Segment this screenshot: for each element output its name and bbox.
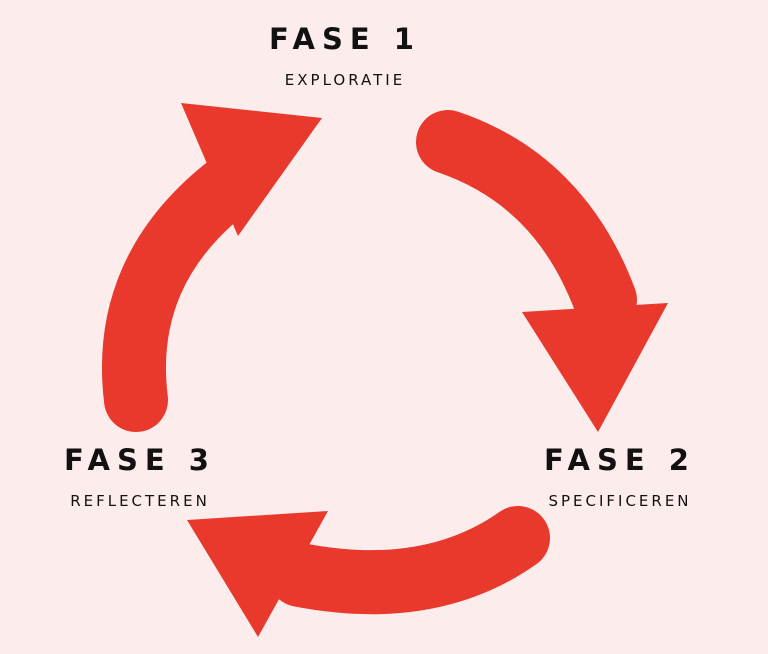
phase-1-label: FASE 1 EXPLORATIE — [220, 22, 470, 90]
phase-2-subtitle: SPECIFICEREN — [548, 492, 692, 510]
phase-2-label: FASE 2 SPECIFICEREN — [500, 443, 740, 511]
arrow-phase1-to-phase2-head — [522, 303, 668, 432]
arrow-phase1-to-phase2 — [416, 110, 668, 432]
arrow-phase3-to-phase1-head — [181, 103, 322, 236]
arrow-phase3-to-phase1-shaft — [101, 153, 262, 432]
phase-1-title: FASE 1 — [269, 22, 421, 56]
arrow-phase3-to-phase1 — [101, 103, 322, 432]
arrow-phase2-to-phase3-shaft — [268, 506, 550, 615]
arrow-phase1-to-phase2-shaft — [416, 110, 637, 332]
phase-3-subtitle: REFLECTEREN — [70, 492, 210, 510]
phase-2-title: FASE 2 — [544, 443, 696, 477]
phase-3-title: FASE 3 — [64, 443, 216, 477]
phase-1-subtitle: EXPLORATIE — [284, 71, 406, 89]
arrow-phase2-to-phase3-head — [187, 511, 328, 637]
phase-3-label: FASE 3 REFLECTEREN — [20, 443, 260, 511]
arrow-phase2-to-phase3 — [187, 506, 550, 637]
